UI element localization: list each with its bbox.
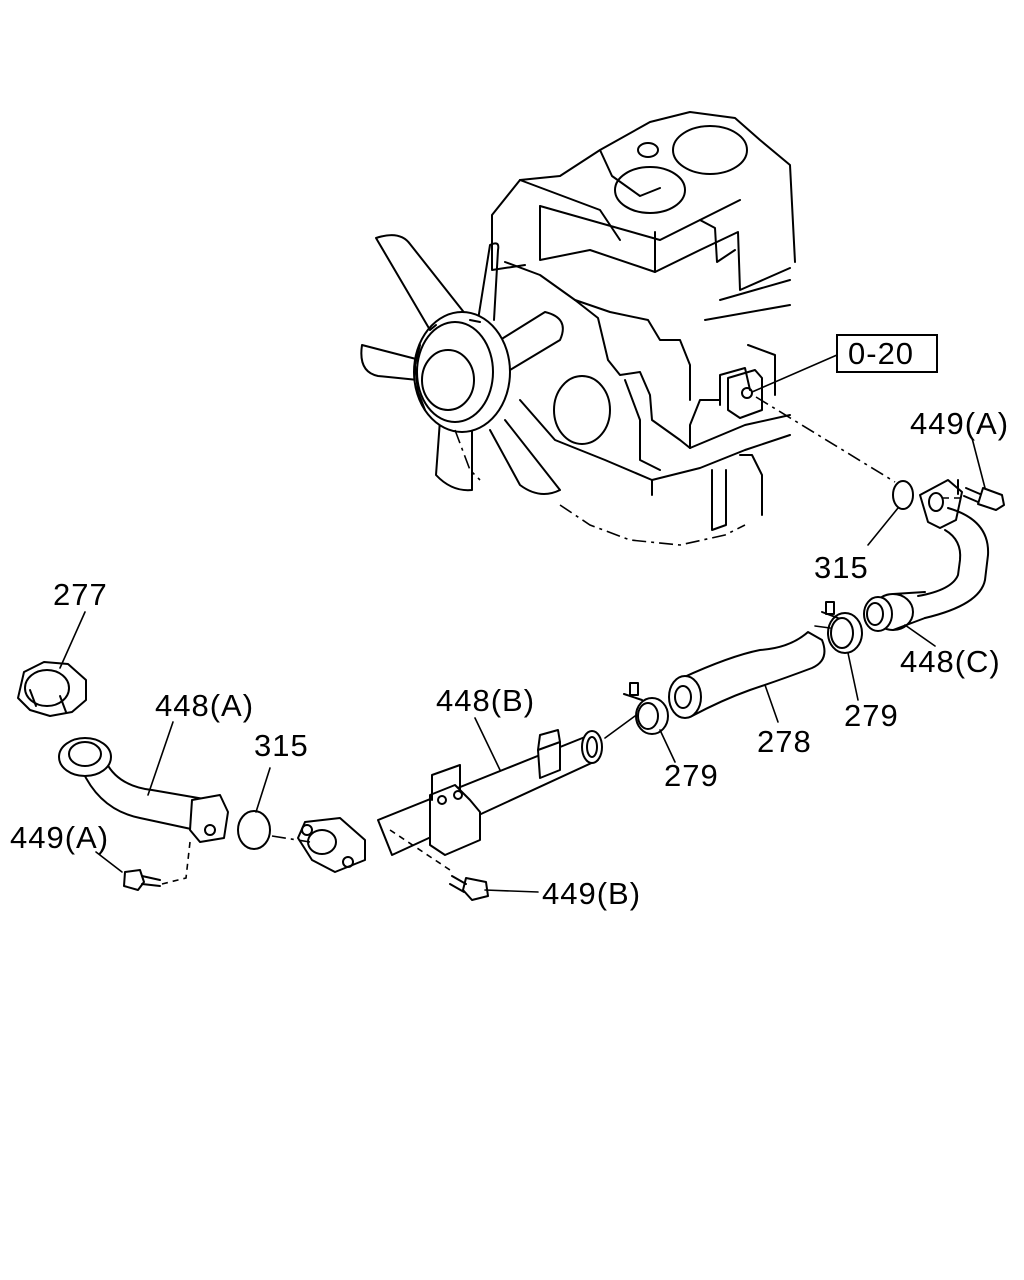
o-ring-left-center-line xyxy=(271,835,311,843)
callout-448a: 448(A) xyxy=(155,688,254,723)
bolt-449a-left xyxy=(123,841,191,891)
o-ring-center-line xyxy=(755,396,896,483)
callout-448b: 448(B) xyxy=(436,683,535,718)
water-pipe-448b xyxy=(297,729,603,873)
callout-279-right: 279 xyxy=(844,698,899,733)
leader-lines xyxy=(59,437,986,893)
callout-449a-right: 449(A) xyxy=(910,406,1009,441)
callout-315-right: 315 xyxy=(814,550,869,585)
callout-448c: 448(C) xyxy=(900,644,1001,679)
radiator-hose-278 xyxy=(668,631,826,719)
callout-449a-left: 449(A) xyxy=(10,820,109,855)
callout-279-left: 279 xyxy=(664,758,719,793)
callout-449b: 449(B) xyxy=(542,876,641,911)
callout-277: 277 xyxy=(53,577,108,612)
bolt-449a-right xyxy=(942,479,1005,511)
outlet-pipe-448c xyxy=(863,479,990,632)
o-ring-315-right xyxy=(892,480,914,510)
fan-center-line xyxy=(454,429,481,481)
hose-clamp-279-right xyxy=(821,601,863,654)
reference-label: 0-20 xyxy=(848,336,914,371)
bolt-449b xyxy=(449,875,489,901)
callout-278: 278 xyxy=(757,724,812,759)
filler-cap-277 xyxy=(17,661,87,717)
cooling-fan xyxy=(360,234,564,495)
engine-block xyxy=(491,111,796,546)
callout-315-left: 315 xyxy=(254,728,309,763)
hose-clamp-279-left xyxy=(623,682,669,735)
filler-neck-448a xyxy=(58,737,229,843)
reference-box xyxy=(751,334,938,393)
o-ring-315-left xyxy=(237,810,271,850)
